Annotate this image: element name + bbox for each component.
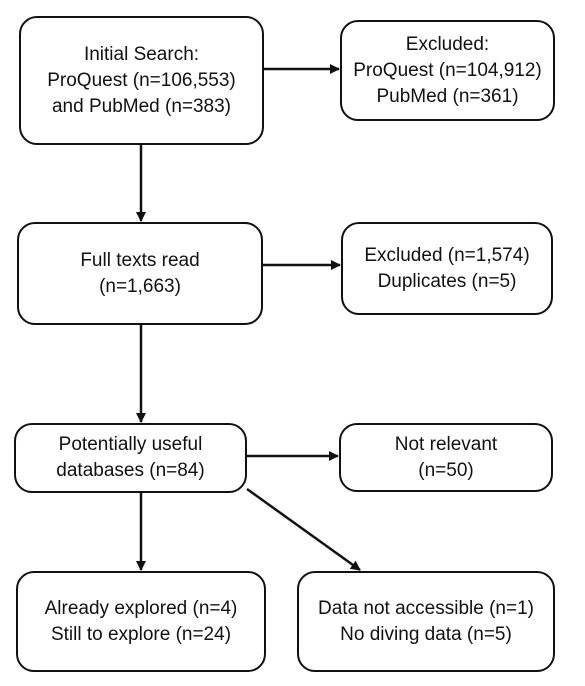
not-relevant-count: (n=50) (418, 459, 474, 481)
excluded-full-duplicates: Duplicates (n=5) (377, 270, 517, 292)
no-diving-data: No diving data (n=5) (340, 623, 512, 645)
excluded-initial-proquest: ProQuest (n=104,912) (353, 59, 542, 81)
data-not-accessible: Data not accessible (n=1) (318, 597, 534, 619)
not-relevant-title: Not relevant (394, 433, 498, 455)
excluded-full-count: Excluded (n=1,574) (364, 244, 530, 266)
already-explored: Already explored (n=4) (44, 597, 238, 619)
excluded-initial-box: Excluded: ProQuest (n=104,912) PubMed (n… (340, 20, 555, 121)
potentially-useful-box: Potentially useful databases (n=84) (14, 423, 247, 493)
initial-search-proquest: ProQuest (n=106,553) (47, 69, 236, 91)
potentially-useful-count: databases (n=84) (56, 460, 205, 481)
initial-search-title: Initial Search: (83, 43, 200, 65)
excluded-initial-pubmed: PubMed (n=361) (376, 85, 519, 107)
explored-box: Already explored (n=4) Still to explore … (16, 571, 266, 672)
full-texts-title: Full texts read (80, 249, 200, 271)
not-relevant-box: Not relevant (n=50) (339, 423, 553, 492)
full-texts-box: Full texts read (n=1,663) (17, 222, 263, 325)
still-to-explore: Still to explore (n=24) (50, 623, 232, 645)
potentially-useful-title: Potentially useful (58, 434, 203, 455)
initial-search-box: Initial Search: ProQuest (n=106,553) and… (19, 16, 264, 145)
arrow-potential-to-notaccessible (246, 487, 361, 572)
excluded-full-box: Excluded (n=1,574) Duplicates (n=5) (341, 222, 553, 315)
initial-search-pubmed: and PubMed (n=383) (51, 95, 232, 117)
excluded-initial-title: Excluded: (405, 33, 490, 55)
not-accessible-box: Data not accessible (n=1) No diving data… (297, 571, 555, 672)
full-texts-count: (n=1,663) (99, 275, 181, 297)
